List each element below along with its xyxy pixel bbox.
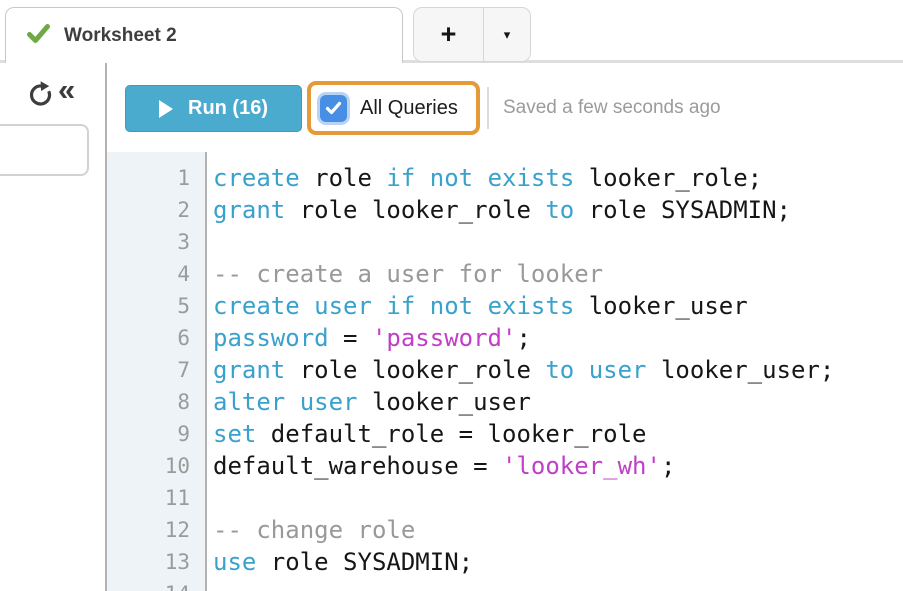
line-number: 10 [164, 454, 190, 478]
code-line[interactable]: create role if not exists looker_role; [213, 164, 763, 192]
line-number: 8 [177, 390, 190, 414]
code-line[interactable]: set default_role = looker_role [213, 420, 647, 448]
tab-worksheet-2[interactable]: Worksheet 2 [5, 7, 403, 63]
line-number: 5 [177, 294, 190, 318]
all-queries-label[interactable]: All Queries [360, 96, 458, 119]
line-number: 3 [177, 230, 190, 254]
code-line[interactable]: alter user looker_user [213, 388, 531, 416]
saved-status: Saved a few seconds ago [503, 97, 721, 118]
code-line[interactable]: grant role looker_role to role SYSADMIN; [213, 196, 791, 224]
tab-actions-group: + ▾ [413, 7, 531, 62]
check-icon [26, 21, 51, 50]
double-chevron-left-icon: « [58, 72, 75, 107]
collapse-sidebar-button[interactable]: « [58, 72, 75, 108]
all-queries-checkbox[interactable] [320, 94, 347, 122]
all-queries-highlight-annotation: All Queries [307, 81, 480, 135]
line-number: 6 [177, 326, 190, 350]
code-line[interactable]: default_warehouse = 'looker_wh'; [213, 452, 676, 480]
line-number: 14 [107, 578, 190, 591]
new-worksheet-button[interactable]: + [414, 8, 484, 61]
line-number: 12 [164, 518, 190, 542]
plus-icon: + [440, 19, 457, 49]
code-line[interactable]: password = 'password'; [213, 324, 531, 352]
checkmark-icon [325, 101, 342, 114]
line-numbers: 1234567891011121314 [107, 162, 190, 591]
line-number: 4 [177, 262, 190, 286]
line-number-gutter [107, 152, 205, 591]
run-button[interactable]: Run (16) [125, 85, 302, 132]
sidebar-editor-divider [105, 62, 107, 591]
line-number: 13 [164, 550, 190, 574]
code-line[interactable] [213, 226, 903, 258]
line-number: 7 [177, 358, 190, 382]
run-button-label: Run (16) [188, 97, 268, 119]
line-number: 11 [164, 486, 190, 510]
worksheet-menu-button[interactable]: ▾ [484, 8, 530, 61]
line-number: 9 [177, 422, 190, 446]
code-line[interactable] [213, 482, 903, 514]
refresh-button[interactable] [27, 80, 54, 108]
line-number: 2 [177, 198, 190, 222]
refresh-icon [29, 81, 52, 106]
code-editor[interactable]: create role if not exists looker_role;gr… [213, 162, 903, 591]
play-icon [159, 99, 173, 118]
code-line[interactable] [213, 578, 903, 591]
code-line[interactable]: -- create a user for looker [213, 260, 604, 288]
code-line[interactable]: create user if not exists looker_user [213, 292, 748, 320]
code-line[interactable]: grant role looker_role to user looker_us… [213, 356, 835, 384]
toolbar-divider [487, 87, 489, 129]
tab-label: Worksheet 2 [64, 24, 177, 46]
line-number: 1 [177, 166, 190, 190]
gutter-code-divider [205, 152, 207, 591]
sidebar-search-box[interactable] [0, 124, 89, 176]
caret-down-icon: ▾ [503, 26, 511, 42]
code-line[interactable]: -- change role [213, 516, 416, 544]
code-line[interactable]: use role SYSADMIN; [213, 548, 474, 576]
